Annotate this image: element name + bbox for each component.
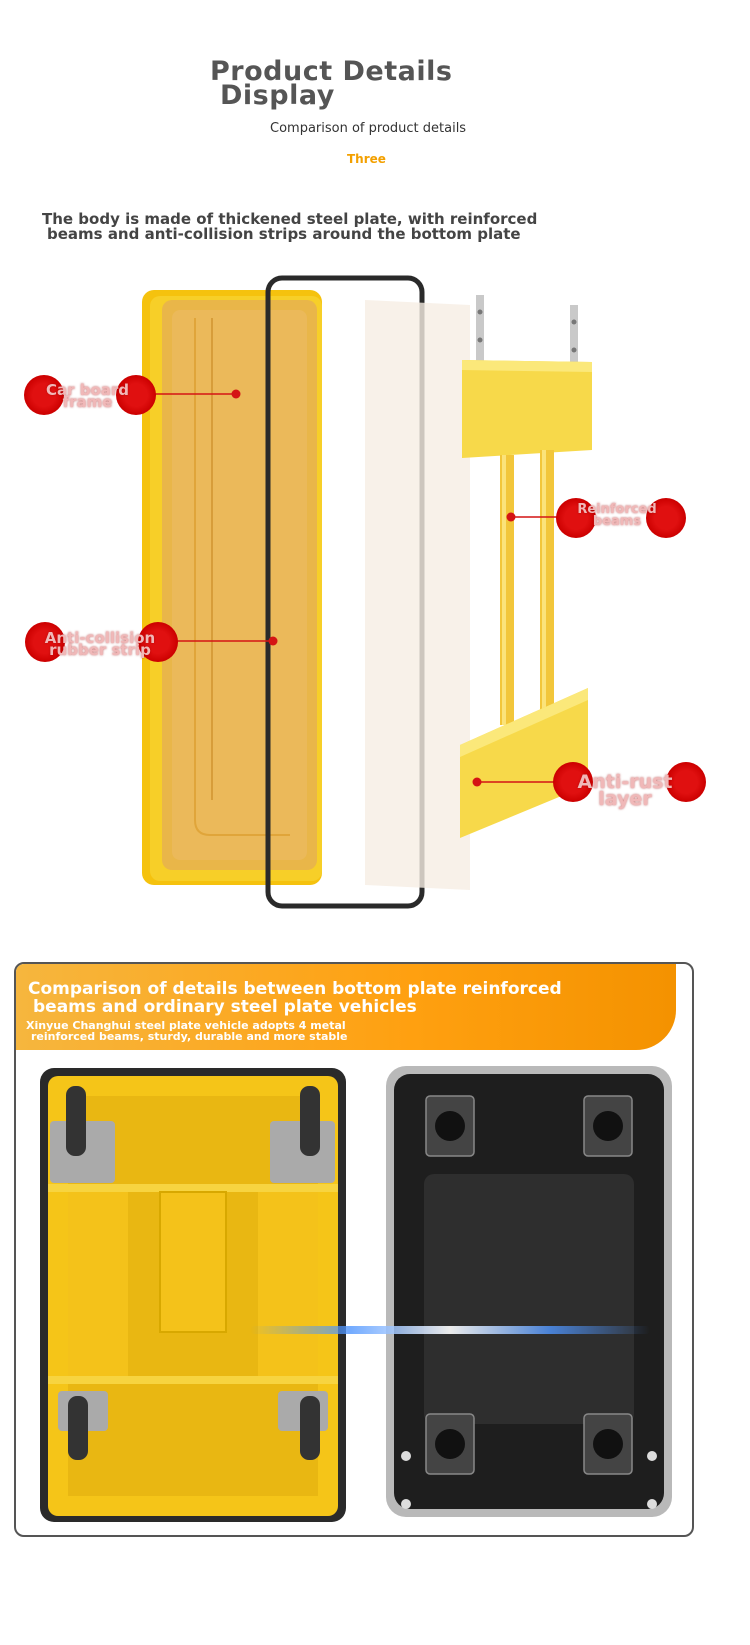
- callout-text: rubber strip: [49, 641, 151, 659]
- callout-marker-left: [24, 375, 64, 415]
- comparison-panel: Comparison of details between bottom pla…: [14, 962, 694, 1537]
- comparison-title-line-2: beams and ordinary steel plate vehicles: [33, 997, 417, 1017]
- page-subtitle: Comparison of product details: [270, 121, 467, 136]
- comparison-banner: [16, 964, 676, 1050]
- callout-anti-rust-layer: Anti-rust layer: [560, 771, 690, 810]
- exploded-view-illustration: [142, 275, 592, 909]
- callout-car-board-frame: Car board frame: [30, 381, 145, 411]
- callout-text: Reinforced: [577, 502, 657, 517]
- callout-anti-collision-strip: Anti-collision rubber strip: [30, 629, 170, 659]
- bolt: [401, 1451, 657, 1509]
- description: The body is made of thickened steel plat…: [42, 212, 602, 242]
- section-label: Three: [347, 152, 386, 166]
- ordinary-plate-image: [386, 1066, 672, 1517]
- callout-text: frame: [62, 393, 113, 411]
- comparison-subtitle: Xinyue Changhui steel plate vehicle adop…: [26, 1020, 666, 1042]
- callout-text: layer: [598, 788, 652, 810]
- callout-marker-right: [116, 375, 156, 415]
- reinforced-plate-image: [40, 1068, 346, 1522]
- callout-text: Anti-rust: [577, 771, 673, 793]
- comparison-title: Comparison of details between bottom pla…: [28, 980, 668, 1016]
- callout-marker-right: [666, 762, 706, 802]
- callout-anchor-dots: [231, 389, 516, 787]
- description-line-2: beams and anti-collision strips around t…: [47, 225, 521, 243]
- beam-frame-image: [460, 295, 592, 838]
- callout-marker-right: [138, 622, 178, 662]
- callout-reinforced-beams: Reinforced beams: [562, 502, 672, 529]
- callout-marker-right: [646, 498, 686, 538]
- caster-wheel: [435, 1111, 623, 1459]
- callout-marker-left: [25, 622, 65, 662]
- page-title: Product Details Display: [210, 58, 540, 111]
- callout-leader-lines: [155, 393, 566, 783]
- callout-marker-left: [556, 498, 596, 538]
- description-line-1: The body is made of thickened steel plat…: [42, 210, 538, 228]
- title-line-2: Display: [220, 80, 335, 111]
- car-board-image: [142, 290, 322, 885]
- title-line-1: Product Details: [210, 56, 453, 87]
- pk-light-flare: [250, 1326, 650, 1334]
- callout-text: beams: [592, 514, 642, 529]
- caster-wheel: [50, 1086, 335, 1460]
- callout-text: Car board: [45, 381, 130, 399]
- callout-marker-left: [553, 762, 593, 802]
- comparison-subtitle-line-1: Xinyue Changhui steel plate vehicle adop…: [26, 1019, 346, 1032]
- callout-text: Anti-collision: [44, 629, 156, 647]
- comparison-title-line-1: Comparison of details between bottom pla…: [28, 979, 562, 999]
- comparison-subtitle-line-2: reinforced beams, sturdy, durable and mo…: [31, 1030, 348, 1043]
